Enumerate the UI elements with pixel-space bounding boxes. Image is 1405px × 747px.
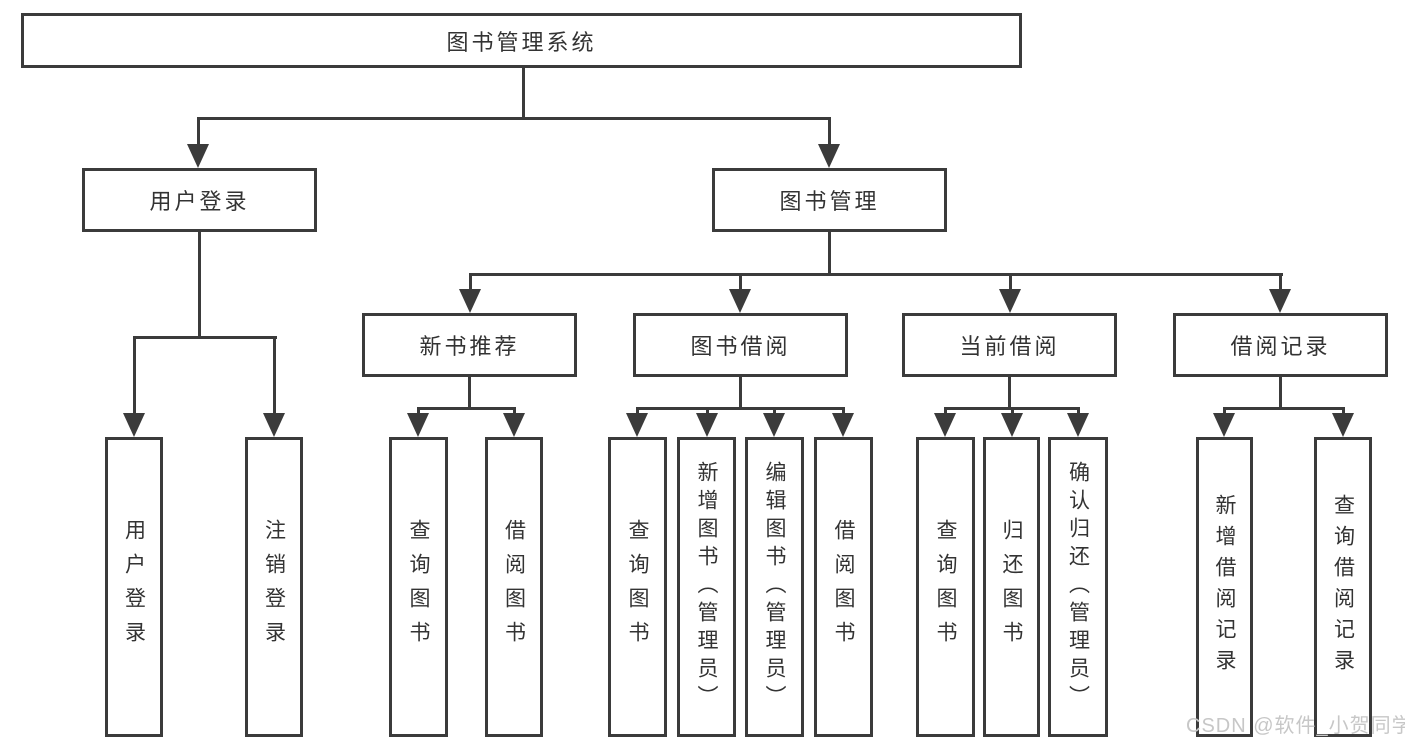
node-query-books-borrowing: 查询图书 <box>608 437 667 737</box>
node-label: 查询图书 <box>626 519 649 655</box>
connector-line <box>636 407 845 410</box>
connector-line <box>416 407 420 415</box>
arrowhead-down-icon <box>459 289 481 313</box>
node-label: 借阅记录 <box>1230 334 1331 359</box>
node-library-management-system: 图书管理系统 <box>21 13 1022 68</box>
node-label: 确认归还（管理员） <box>1066 461 1090 713</box>
arrowhead-down-icon <box>626 413 648 437</box>
node-logout: 注销登录 <box>245 437 303 737</box>
arrowhead-down-icon <box>696 413 718 437</box>
node-label: 查询借阅记录 <box>1331 494 1355 680</box>
arrowhead-down-icon <box>123 413 145 437</box>
node-current-borrowing: 当前借阅 <box>902 313 1117 377</box>
node-label: 新增借阅记录 <box>1213 494 1236 680</box>
connector-line <box>196 117 200 146</box>
node-query-books-recommend: 查询图书 <box>389 437 448 737</box>
arrowhead-down-icon <box>1213 413 1235 437</box>
arrowhead-down-icon <box>407 413 429 437</box>
node-label: 新增图书（管理员） <box>695 461 718 713</box>
node-label: 图书管理系统 <box>446 29 597 55</box>
node-label: 编辑图书（管理员） <box>763 461 786 713</box>
connector-line <box>1010 407 1014 415</box>
connector-line <box>1076 407 1080 415</box>
node-query-books-current: 查询图书 <box>916 437 975 737</box>
connector-line <box>1223 407 1345 410</box>
node-user-login: 用户登录 <box>82 168 317 232</box>
node-book-management: 图书管理 <box>712 168 947 232</box>
connector-line <box>739 377 742 410</box>
connector-line <box>1222 407 1226 415</box>
connector-line <box>468 377 471 410</box>
connector-line <box>1341 407 1345 415</box>
connector-line <box>943 407 947 415</box>
arrowhead-down-icon <box>818 144 840 168</box>
node-confirm-return-admin: 确认归还（管理员） <box>1048 437 1108 737</box>
connector-line <box>468 273 472 291</box>
arrowhead-down-icon <box>763 413 785 437</box>
node-query-borrowing-record: 查询借阅记录 <box>1314 437 1372 737</box>
connector-line <box>828 232 831 276</box>
node-user-login-leaf: 用户登录 <box>105 437 163 737</box>
node-label: 注销登录 <box>262 519 286 655</box>
connector-line <box>705 407 709 415</box>
node-book-borrowing: 图书借阅 <box>633 313 848 377</box>
arrowhead-down-icon <box>1269 289 1291 313</box>
connector-line <box>841 407 845 415</box>
connector-line <box>133 336 277 339</box>
arrowhead-down-icon <box>263 413 285 437</box>
node-label: 图书借阅 <box>690 334 791 359</box>
node-label: 查询图书 <box>407 519 430 655</box>
node-add-borrowing-record: 新增借阅记录 <box>1196 437 1253 737</box>
connector-line <box>635 407 639 415</box>
node-label: 借阅图书 <box>502 519 526 655</box>
connector-line <box>272 336 276 415</box>
node-label: 查询图书 <box>934 519 957 655</box>
node-borrow-books-leaf: 借阅图书 <box>814 437 873 737</box>
node-label: 归还图书 <box>1000 519 1023 655</box>
node-edit-books-admin: 编辑图书（管理员） <box>745 437 804 737</box>
connector-line <box>1008 377 1011 410</box>
arrowhead-down-icon <box>729 289 751 313</box>
arrowhead-down-icon <box>1001 413 1023 437</box>
node-return-books: 归还图书 <box>983 437 1040 737</box>
arrowhead-down-icon <box>503 413 525 437</box>
node-add-books-admin: 新增图书（管理员） <box>677 437 736 737</box>
connector-line <box>1278 273 1282 291</box>
node-borrow-books-recommend: 借阅图书 <box>485 437 543 737</box>
connector-line <box>1279 377 1282 410</box>
connector-line <box>469 273 1283 276</box>
node-label: 用户登录 <box>149 189 250 214</box>
node-new-book-recommendation: 新书推荐 <box>362 313 577 377</box>
connector-line <box>512 407 516 415</box>
arrowhead-down-icon <box>934 413 956 437</box>
connector-line <box>738 273 742 291</box>
connector-line <box>198 232 201 339</box>
csdn-watermark: CSDN @软件_小贺同学 <box>1186 715 1405 737</box>
node-label: 当前借阅 <box>959 334 1060 359</box>
arrowhead-down-icon <box>187 144 209 168</box>
node-label: 借阅图书 <box>832 519 855 655</box>
arrowhead-down-icon <box>999 289 1021 313</box>
node-label: 用户登录 <box>122 519 146 655</box>
connector-line <box>827 117 831 146</box>
arrowhead-down-icon <box>1067 413 1089 437</box>
connector-line <box>522 68 525 120</box>
arrowhead-down-icon <box>1332 413 1354 437</box>
connector-line <box>132 336 136 415</box>
node-label: 图书管理 <box>779 189 880 214</box>
node-borrowing-records: 借阅记录 <box>1173 313 1388 377</box>
connector-line <box>1008 273 1012 291</box>
node-label: 新书推荐 <box>419 334 520 359</box>
arrowhead-down-icon <box>832 413 854 437</box>
connector-line <box>197 117 831 120</box>
connector-line <box>417 407 516 410</box>
connector-line <box>772 407 776 415</box>
